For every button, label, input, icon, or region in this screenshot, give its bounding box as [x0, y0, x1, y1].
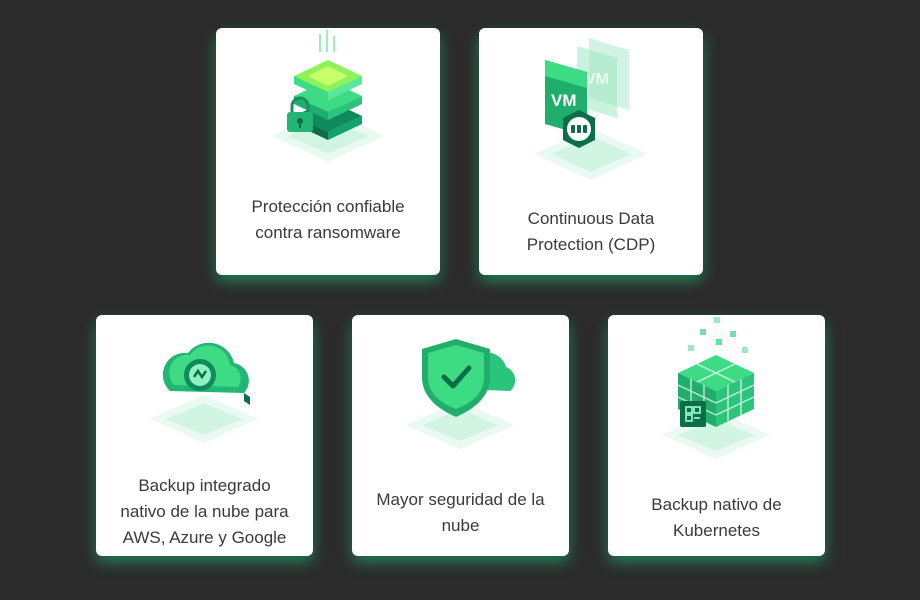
- cloud-backup-icon: [150, 342, 258, 443]
- feature-card-kubernetes[interactable]: Backup nativo de Kubernetes: [608, 315, 825, 556]
- feature-label: Continuous Data Protection (CDP): [526, 209, 656, 254]
- kubernetes-cubes-icon: [662, 317, 770, 459]
- feature-card-cloud-security[interactable]: Mayor seguridad de la nube: [352, 315, 569, 556]
- feature-label: Protección confiable contra ransomware: [251, 197, 405, 242]
- feature-card-cloud-backup[interactable]: Backup integrado nativo de la nube para …: [96, 315, 313, 556]
- feature-label: Backup nativo de Kubernetes: [651, 495, 782, 540]
- feature-label: Backup integrado nativo de la nube para …: [120, 476, 289, 547]
- svg-text:VM: VM: [585, 71, 609, 88]
- vm-label: VM: [551, 91, 577, 110]
- vm-cdp-icon: VM VM: [535, 38, 647, 180]
- feature-label: Mayor seguridad de la nube: [376, 490, 545, 535]
- feature-card-ransomware[interactable]: Protección confiable contra ransomware: [216, 28, 440, 275]
- ransomware-protection-icon: [272, 30, 384, 162]
- feature-card-cdp[interactable]: VM VM Continuous Data Protection (CDP): [479, 28, 703, 275]
- cloud-shield-icon: [406, 339, 516, 449]
